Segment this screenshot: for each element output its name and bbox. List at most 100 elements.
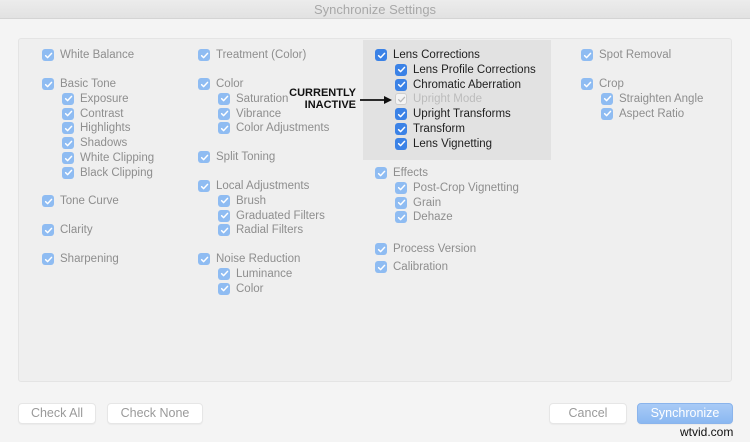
checkbox-check-icon [375,167,387,179]
check-none-button[interactable]: Check None [107,403,203,424]
checkbox-check-icon [581,78,593,90]
checkbox-luminance[interactable]: Luminance [218,267,292,281]
window-titlebar: Synchronize Settings [0,0,750,19]
checkbox-check-icon [395,78,407,91]
checkbox-label: Lens Vignetting [413,137,493,150]
checkbox-label: Color Adjustments [236,122,330,135]
synchronize-button[interactable]: Synchronize [637,403,733,424]
checkbox-check-icon [198,49,210,61]
checkbox-radial-filters[interactable]: Radial Filters [218,223,303,237]
checkbox-check-icon [581,49,593,61]
checkbox-check-icon [395,211,407,224]
checkbox-label: Spot Removal [599,49,672,61]
checkbox-label: Vibrance [236,107,282,120]
checkbox-label: Brush [236,194,267,207]
checkbox-treatment-color[interactable]: Treatment (Color) [198,48,306,62]
checkbox-clarity[interactable]: Clarity [42,223,93,237]
checkbox-check-icon [218,282,230,295]
checkbox-split-toning[interactable]: Split Toning [198,150,275,164]
checkbox-label: Black Clipping [80,166,153,179]
checkbox-straighten-angle[interactable]: Straighten Angle [601,92,703,106]
checkbox-saturation[interactable]: Saturation [218,92,288,106]
checkbox-contrast[interactable]: Contrast [62,107,123,121]
checkbox-aspect-ratio[interactable]: Aspect Ratio [601,107,684,121]
checkbox-check-icon [375,261,387,273]
checkbox-calibration[interactable]: Calibration [375,260,448,274]
checkbox-label: Color [236,282,264,295]
checkbox-white-balance[interactable]: White Balance [42,48,134,62]
checkbox-check-icon [395,196,407,209]
checkbox-label: Color [216,78,244,90]
annotation-line-1: CURRENTLY [289,87,356,99]
checkbox-vibrance[interactable]: Vibrance [218,107,281,121]
checkbox-highlights[interactable]: Highlights [62,121,131,135]
checkbox-sharpening[interactable]: Sharpening [42,252,119,266]
checkbox-label: Contrast [80,107,124,120]
checkbox-label: White Clipping [80,152,155,164]
checkbox-label: Treatment (Color) [216,49,307,61]
checkbox-check-icon [62,152,74,164]
checkbox-label: Exposure [80,92,129,105]
checkbox-label: Graduated Filters [236,209,325,222]
window-title: Synchronize Settings [313,2,437,17]
checkbox-label: Highlights [80,122,131,135]
checkbox-exposure[interactable]: Exposure [62,92,129,106]
checkbox-label: Upright Transforms [413,108,511,121]
checkbox-tone-curve[interactable]: Tone Curve [42,194,119,208]
checkbox-lens-profile-corrections[interactable]: Lens Profile Corrections [395,63,536,77]
checkbox-graduated-filters[interactable]: Graduated Filters [218,209,325,223]
watermark: wtvid.com [680,425,734,439]
checkbox-transform[interactable]: Transform [395,122,465,136]
checkbox-check-icon [198,151,210,163]
checkbox-color[interactable]: Color [218,282,263,296]
checkbox-check-icon [601,107,613,120]
checkbox-label: Shadows [80,137,128,150]
checkbox-label: Saturation [236,92,289,105]
checkbox-basic-tone[interactable]: Basic Tone [42,77,116,91]
checkbox-check-icon [42,253,54,265]
checkbox-label: White Balance [60,49,135,61]
checkbox-label: Aspect Ratio [619,107,685,120]
checkbox-label: Crop [599,78,624,90]
checkbox-effects[interactable]: Effects [375,166,428,180]
checkbox-chromatic-aberration[interactable]: Chromatic Aberration [395,78,521,92]
checkbox-label: Split Toning [216,151,276,163]
checkbox-lens-vignetting[interactable]: Lens Vignetting [395,137,492,151]
checkbox-check-icon [62,166,74,179]
checkbox-label: Chromatic Aberration [413,78,522,91]
cancel-button[interactable]: Cancel [549,403,627,424]
checkbox-check-icon [395,181,407,194]
checkbox-label: Luminance [236,267,293,280]
checkbox-grain[interactable]: Grain [395,196,441,210]
lens-corrections-highlight [363,40,551,160]
checkbox-check-icon [395,63,407,76]
checkbox-color-adjustments[interactable]: Color Adjustments [218,121,329,135]
checkbox-spot-removal[interactable]: Spot Removal [581,48,671,62]
checkbox-local-adjustments[interactable]: Local Adjustments [198,179,309,193]
checkbox-check-icon [218,209,230,222]
checkbox-shadows[interactable]: Shadows [62,136,127,150]
checkbox-noise-reduction[interactable]: Noise Reduction [198,252,300,266]
checkbox-dehaze[interactable]: Dehaze [395,210,453,224]
checkbox-upright-transforms[interactable]: Upright Transforms [395,107,511,121]
checkbox-black-clipping[interactable]: Black Clipping [62,166,153,180]
checkbox-check-icon [42,224,54,236]
checkbox-label: Dehaze [413,211,453,224]
checkbox-label: Post-Crop Vignetting [413,181,519,194]
checkbox-check-icon [375,49,387,61]
checkbox-label: Radial Filters [236,224,304,237]
checkbox-color[interactable]: Color [198,77,243,91]
check-all-button[interactable]: Check All [18,403,96,424]
checkbox-post-crop-vignetting[interactable]: Post-Crop Vignetting [395,181,519,195]
checkbox-label: Transform [413,123,465,135]
checkbox-brush[interactable]: Brush [218,194,266,208]
checkbox-check-icon [218,224,230,237]
checkbox-label: Grain [413,196,442,209]
checkbox-lens-corrections[interactable]: Lens Corrections [375,48,480,62]
checkbox-check-icon [62,107,74,120]
checkbox-label: Upright Mode [413,93,483,106]
checkbox-process-version[interactable]: Process Version [375,242,476,256]
checkbox-crop[interactable]: Crop [581,77,624,91]
checkbox-check-icon [395,137,407,150]
checkbox-white-clipping[interactable]: White Clipping [62,151,154,165]
